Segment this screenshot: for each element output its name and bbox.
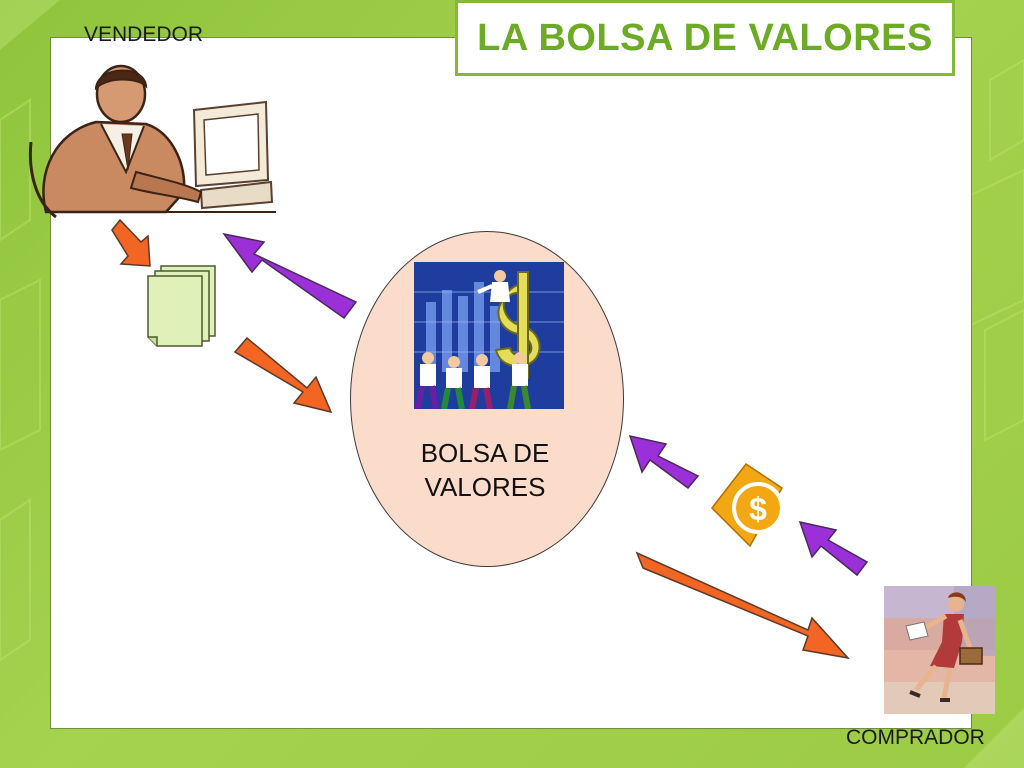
arrow-exchange-to-seller [222,232,358,320]
seller-clipart-icon [26,62,276,222]
arrow-seller-to-documents [111,218,151,267]
title-box: LA BOLSA DE VALORES [455,0,955,76]
arrow-exchange-to-buyer [635,551,851,660]
svg-text:$: $ [749,491,767,527]
stock-exchange-label: BOLSA DE VALORES [400,436,570,504]
arrow-money-to-exchange [628,434,700,490]
seller-label: VENDEDOR [84,23,204,46]
stock-exchange-clipart-icon [414,262,564,409]
buyer-label: COMPRADOR [846,726,985,749]
stock-exchange-label-line2: VALORES [424,472,546,502]
stock-exchange-label-line1: BOLSA DE [420,438,550,468]
documents-icon [145,262,220,352]
buyer-clipart-icon [884,586,995,714]
arrow-buyer-to-money [798,520,869,577]
money-icon: $ [704,460,788,550]
arrow-documents-to-exchange [233,336,333,414]
slide-title: LA BOLSA DE VALORES [477,16,933,59]
